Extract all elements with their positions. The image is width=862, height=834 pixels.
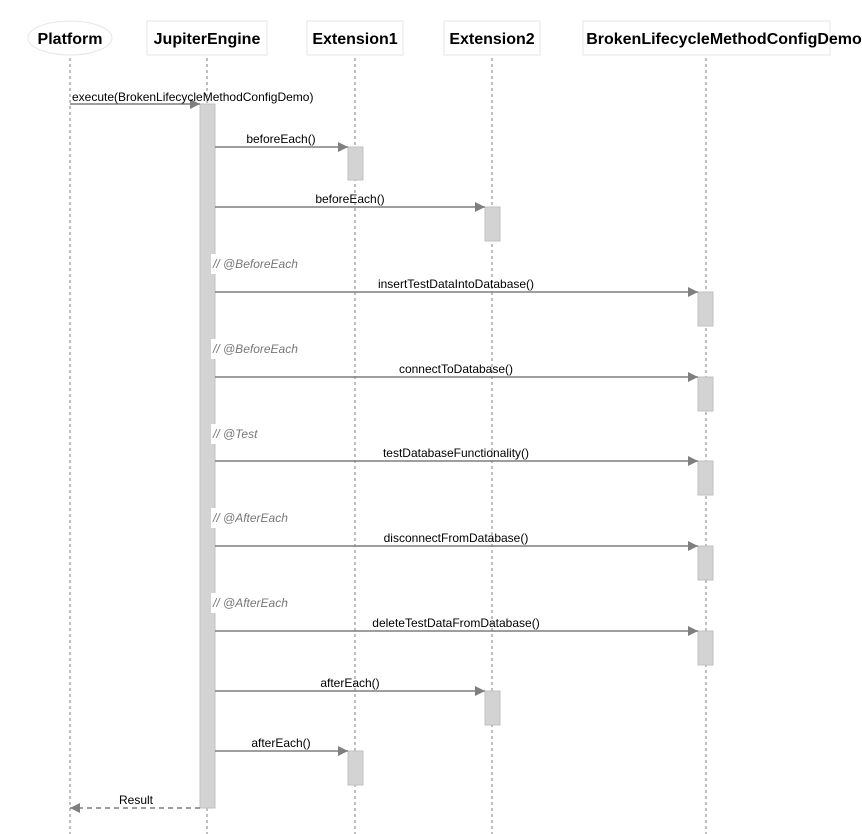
note-bg-delete xyxy=(211,593,297,613)
activation-demo-connect xyxy=(697,376,714,412)
message-label-ext1-aftereach: afterEach() xyxy=(251,736,310,750)
activation-jupiter-engine xyxy=(199,103,216,809)
note-bg-insert xyxy=(211,254,309,274)
actor-broken-lifecycle-demo-label: BrokenLifecycleMethodConfigDemo xyxy=(586,31,862,48)
note-test: // @Test xyxy=(212,427,258,441)
message-label-ext1-beforeeach: beforeEach() xyxy=(246,132,315,146)
note-before-each-2: // @BeforeEach xyxy=(212,342,298,356)
note-after-each-1: // @AfterEach xyxy=(212,511,288,525)
activation-extension2-before xyxy=(484,206,501,242)
note-before-each-1: // @BeforeEach xyxy=(212,257,298,271)
message-label-execute: execute(BrokenLifecycleMethodConfigDemo) xyxy=(72,90,313,104)
note-bg-connect xyxy=(211,339,309,359)
message-label-insert-test-data: insertTestDataIntoDatabase() xyxy=(378,277,534,291)
activation-demo-disconnect xyxy=(697,545,714,581)
note-after-each-2: // @AfterEach xyxy=(212,596,288,610)
actor-broken-lifecycle-demo: BrokenLifecycleMethodConfigDemo xyxy=(582,20,862,56)
activation-demo-delete xyxy=(697,630,714,666)
note-bg-disconnect xyxy=(211,508,297,528)
note-bg-test xyxy=(211,424,265,444)
actor-platform-label: Platform xyxy=(38,31,103,48)
message-label-delete-test-data: deleteTestDataFromDatabase() xyxy=(372,616,539,630)
message-label-disconnect: disconnectFromDatabase() xyxy=(384,531,529,545)
activation-demo-test xyxy=(697,460,714,496)
activation-demo-insert xyxy=(697,291,714,327)
message-label-result: Result xyxy=(119,793,154,807)
activation-extension2-after xyxy=(484,690,501,726)
message-label-connect: connectToDatabase() xyxy=(399,362,513,376)
message-label-ext2-beforeeach: beforeEach() xyxy=(315,192,384,206)
actor-jupiter-engine-label: JupiterEngine xyxy=(154,31,261,48)
actor-extension2-label: Extension2 xyxy=(449,31,534,48)
actor-extension1: Extension1 xyxy=(306,20,404,56)
activation-extension1-before xyxy=(347,146,364,181)
message-label-test-functionality: testDatabaseFunctionality() xyxy=(383,446,529,460)
message-label-ext2-aftereach: afterEach() xyxy=(320,676,379,690)
actor-extension1-label: Extension1 xyxy=(312,31,397,48)
activation-extension1-after xyxy=(347,750,364,786)
actor-jupiter-engine: JupiterEngine xyxy=(146,20,268,56)
actor-extension2: Extension2 xyxy=(443,20,541,56)
actor-platform: Platform xyxy=(27,20,113,56)
